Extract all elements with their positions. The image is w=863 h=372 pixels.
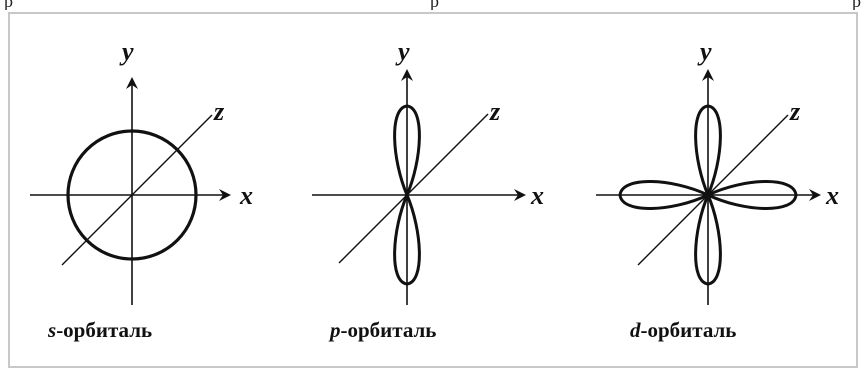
s-z-label: z <box>213 97 225 126</box>
d-orbital-left-lobe <box>618 180 712 210</box>
p-caption-suffix: -орбиталь <box>341 318 437 342</box>
s-x-label: x <box>239 181 253 210</box>
s-y-label: y <box>119 37 134 66</box>
d-y-label: y <box>697 37 712 66</box>
s-caption-suffix: -орбиталь <box>56 318 152 342</box>
d-z-label: z <box>789 97 801 126</box>
cropped-text-fragment: р <box>852 0 861 10</box>
s-orbital-caption: s-орбиталь <box>47 318 152 342</box>
p-y-label: y <box>395 37 410 66</box>
p-x-label: x <box>530 181 544 210</box>
p-caption-letter: p <box>328 318 341 342</box>
p-orbital-upper-lobe <box>393 104 421 199</box>
cropped-text-fragment: р <box>430 0 439 10</box>
p-orbital-lower-lobe <box>393 191 421 286</box>
p-z-label: z <box>489 97 501 126</box>
d-orbital-panel: x y z d-орбиталь <box>596 37 839 342</box>
d-orbital-caption: d-орбиталь <box>630 318 736 342</box>
d-orbital-upper-lobe <box>694 104 722 199</box>
d-orbital-lower-lobe <box>694 191 722 286</box>
s-orbital-panel: x y z s-орбиталь <box>30 37 253 342</box>
p-z-axis <box>338 113 489 264</box>
d-caption-suffix: -орбиталь <box>641 318 737 342</box>
top-cropped-text-strip: р р р <box>0 0 863 10</box>
d-orbital-right-lobe <box>704 180 798 210</box>
s-caption-letter: s <box>47 318 56 342</box>
d-z-axis <box>637 114 789 266</box>
s-orbital-sphere <box>66 129 198 261</box>
d-caption-letter: d <box>630 318 641 342</box>
d-x-label: x <box>825 181 839 210</box>
p-orbital-panel: x y z p-орбиталь <box>312 37 544 342</box>
cropped-text-fragment: р <box>4 0 13 10</box>
s-z-axis <box>61 114 213 266</box>
p-orbital-caption: p-орбиталь <box>328 318 436 342</box>
